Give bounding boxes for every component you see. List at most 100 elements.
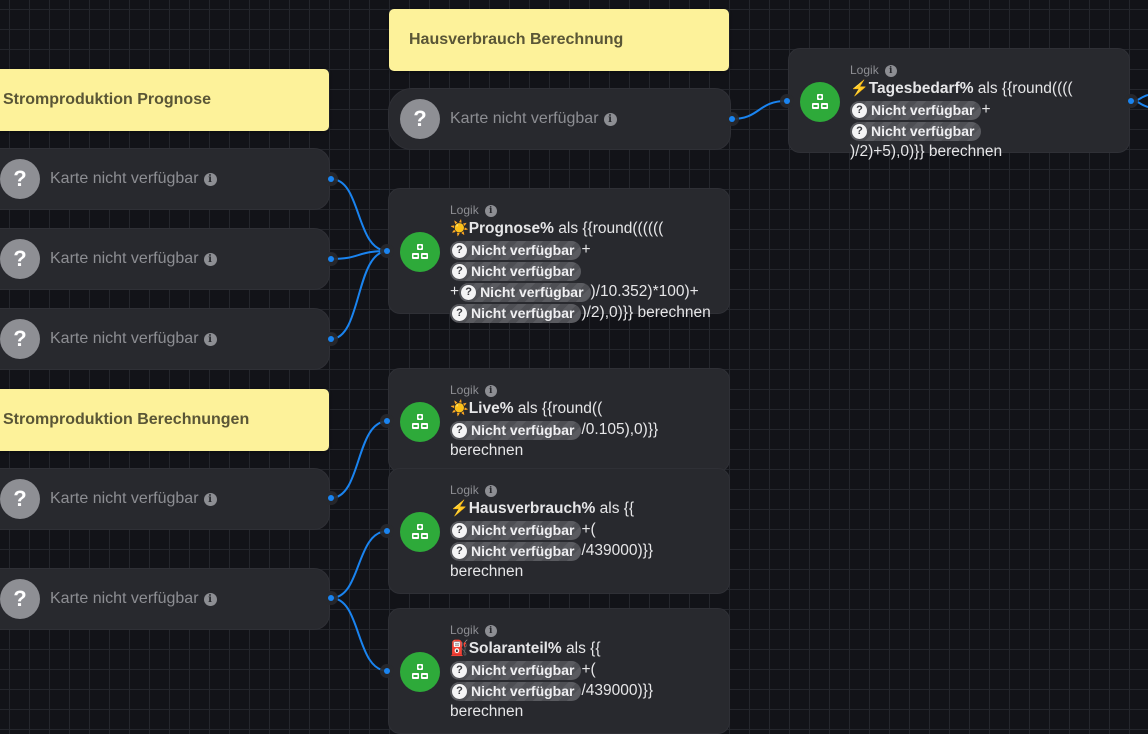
entity-pill[interactable]: ?Nicht verfügbar [450,304,582,323]
question-icon: ? [0,319,40,359]
question-icon: ? [461,285,477,300]
formula: ☀️Live% als {{round((?Nicht verfügbar/0.… [450,400,659,459]
question-icon: ? [0,239,40,279]
info-icon[interactable]: i [484,485,497,497]
entity-pill[interactable]: ?Nicht verfügbar [450,661,582,680]
wire-prognose-1 [330,178,389,252]
formula: ⚡Hausverbrauch% als {{?Nicht verfügbar+(… [450,500,654,580]
logic-icon [400,402,440,442]
formula: ⛽Solaranteil% als {{?Nicht verfügbar+(?N… [450,640,654,720]
label-text: Stromproduktion Berechnungen [3,411,250,428]
question-icon: ? [0,159,40,199]
info-icon[interactable]: i [203,333,217,346]
question-icon: ? [452,264,467,279]
input-handle[interactable] [384,418,390,424]
label-stromproduktion-berechnungen[interactable]: Stromproduktion Berechnungen [0,389,329,451]
entity-pill[interactable]: ?Nicht verfügbar [450,521,582,540]
input-handle[interactable] [384,248,390,254]
question-icon: ? [0,479,40,519]
question-icon: ? [400,99,440,139]
entity-pill[interactable]: ?Nicht verfügbar [450,542,582,561]
question-icon: ? [452,544,467,559]
wire-prognose-3 [330,250,389,340]
question-icon: ? [452,423,467,438]
info-icon[interactable]: i [203,253,217,266]
entity-pill[interactable]: ?Nicht verfügbar [450,241,582,260]
input-handle[interactable] [784,98,790,104]
entity-pill[interactable]: ?Nicht verfügbar [850,101,982,120]
output-handle[interactable] [328,176,334,182]
wire-prognose-2 [330,250,389,260]
input-handle[interactable] [384,528,390,534]
question-icon: ? [0,579,40,619]
question-icon: ? [852,124,867,139]
sun-icon: ☀️ [450,400,469,417]
question-icon: ? [452,663,467,678]
info-icon[interactable]: i [484,385,497,397]
formula: ☀️Prognose% als {{round((((((?Nicht verf… [450,220,711,323]
fuel-pump-icon: ⛽ [450,640,469,657]
label-text: Hausverbrauch Berechnung [409,31,624,48]
question-icon: ? [852,103,867,118]
entity-pill[interactable]: ?Nicht verfügbar [450,262,582,281]
input-handle[interactable] [384,668,390,674]
info-icon[interactable]: i [484,205,497,217]
logic-icon [400,512,440,552]
output-handle[interactable] [729,116,735,122]
label-stromproduktion-prognose[interactable]: Stromproduktion Prognose [0,69,329,131]
entity-pill[interactable]: ?Nicht verfügbar [450,421,582,440]
info-icon[interactable]: i [203,593,217,606]
logic-icon [400,652,440,692]
output-handle[interactable] [328,336,334,342]
entity-pill[interactable]: ?Nicht verfügbar [850,122,982,141]
question-icon: ? [452,523,467,538]
output-handle[interactable] [328,495,334,501]
lightning-icon: ⚡ [450,500,469,517]
info-icon[interactable]: i [603,113,617,126]
question-icon: ? [452,684,467,699]
wire-hausverbrauch-to-tagesbedarf [731,100,787,120]
question-icon: ? [452,243,467,258]
info-icon[interactable]: i [484,625,497,637]
lightning-icon: ⚡ [850,80,869,97]
logic-icon [800,82,840,122]
info-icon[interactable]: i [203,493,217,506]
wire-solaranteil [330,597,389,672]
entity-pill[interactable]: ?Nicht verfügbar [459,283,591,302]
sun-icon: ☀️ [450,220,469,237]
question-icon: ? [452,306,467,321]
wire-hausverbrauch [330,530,389,599]
wire-live [330,420,389,499]
info-icon[interactable]: i [884,65,897,77]
output-handle[interactable] [328,256,334,262]
label-hausverbrauch-berechnung[interactable]: Hausverbrauch Berechnung [389,9,729,71]
output-handle[interactable] [1128,98,1134,104]
label-text: Stromproduktion Prognose [3,91,211,108]
entity-pill[interactable]: ?Nicht verfügbar [450,682,582,701]
formula: ⚡Tagesbedarf% als {{round((((?Nicht verf… [850,80,1073,160]
output-handle[interactable] [328,595,334,601]
info-icon[interactable]: i [203,173,217,186]
